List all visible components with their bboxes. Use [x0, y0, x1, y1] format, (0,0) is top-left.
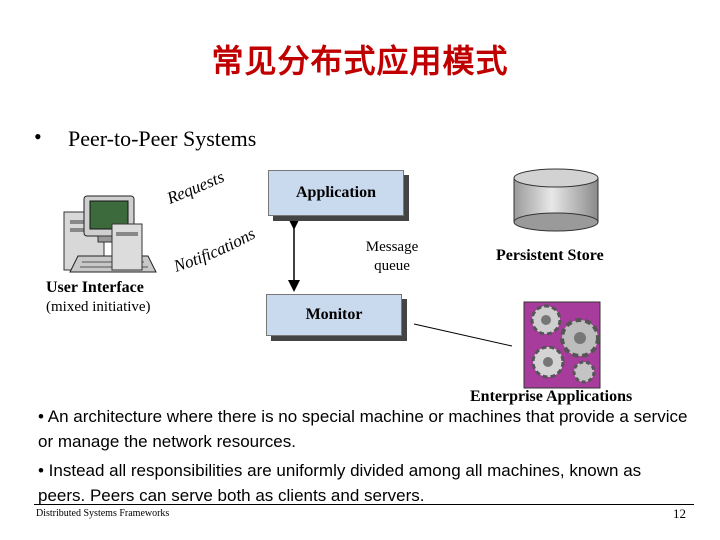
enterprise-applications-label: Enterprise Applications	[470, 388, 633, 405]
message-queue-label: Message queue	[360, 238, 424, 276]
notifications-label: Notifications	[170, 224, 258, 276]
database-icon	[513, 168, 599, 232]
paragraph-2: • Instead all responsibilities are unifo…	[38, 461, 642, 505]
requests-label: Requests	[163, 167, 227, 208]
page-number: 12	[673, 506, 686, 521]
computer-icon	[63, 195, 157, 273]
connector-line	[413, 323, 513, 347]
footer-text: Distributed Systems Frameworks	[36, 508, 170, 519]
application-box: Application	[268, 170, 404, 216]
footer-divider	[34, 504, 694, 505]
message-queue-line2: queue	[374, 258, 410, 274]
slide-title: 常见分布式应用模式	[211, 42, 509, 80]
bullet-icon: •	[34, 124, 42, 149]
application-label: Application	[295, 184, 376, 201]
monitor-label: Monitor	[305, 306, 363, 323]
mixed-initiative-label: (mixed initiative)	[46, 299, 151, 315]
slide-subtitle: Peer-to-Peer Systems	[68, 126, 257, 151]
monitor-box: Monitor	[266, 294, 402, 336]
persistent-store-label: Persistent Store	[496, 247, 604, 264]
paragraph-1: • An architecture where there is no spec…	[38, 407, 688, 451]
user-interface-label: User Interface	[46, 279, 144, 296]
message-queue-line1: Message	[365, 239, 419, 255]
gears-icon	[523, 301, 601, 389]
